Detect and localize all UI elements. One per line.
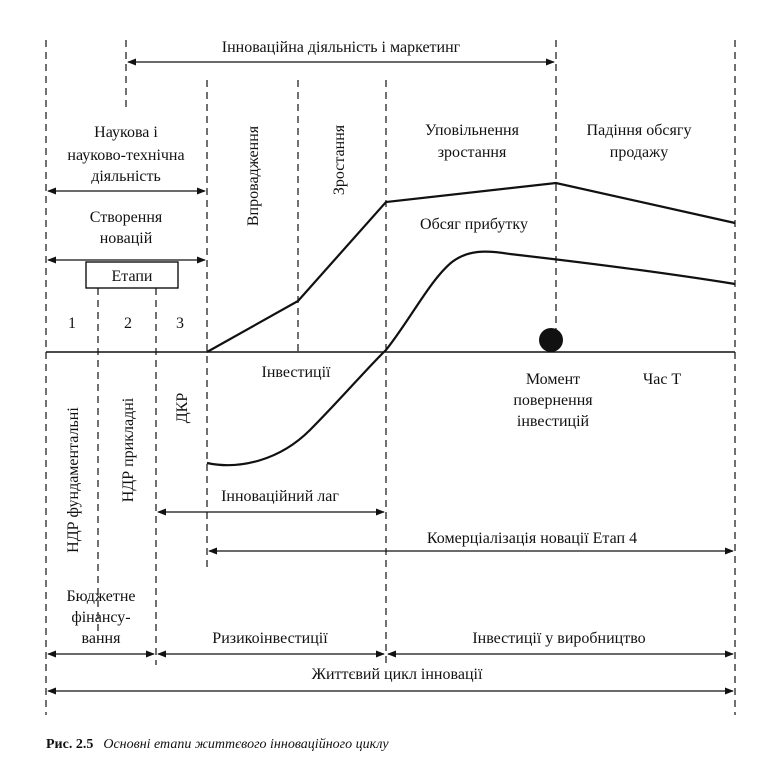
payback-label-line3: інвестицій: [517, 413, 590, 430]
commercialization-label: Комерціалізація новації Етап 4: [427, 530, 637, 547]
stage-number-2: 2: [124, 315, 132, 332]
figure-caption-text: Основні етапи життєвого інноваційного ци…: [103, 737, 389, 752]
investments-label: Інвестиції: [262, 364, 332, 381]
stage-number-3: 3: [176, 315, 184, 332]
budget-label-line2: фінансу-: [71, 609, 130, 626]
phase-slowdown-label-line2: зростання: [438, 144, 507, 161]
creation-label-line2: новацій: [100, 230, 153, 247]
budget-label-line1: Бюджетне: [66, 588, 135, 605]
figure-caption: Рис. 2.5 Основні етапи життєвого інновац…: [46, 735, 389, 752]
creation-label-line1: Створення: [90, 209, 163, 226]
time-axis-label: Час Т: [643, 371, 682, 388]
stages-box: [85, 261, 179, 289]
payback-label-line2: повернення: [513, 392, 593, 409]
rd-applied-label: НДР прикладні: [120, 397, 137, 502]
payback-label-line1: Момент: [526, 371, 580, 388]
research-label-line1: Наукова і: [94, 124, 158, 141]
sales-volume-curve: [206, 181, 736, 353]
phase-decline-label-line1: Падіння обсягу: [587, 122, 692, 139]
stages-box-label: Етапи: [112, 268, 153, 285]
top-span-label: Інноваційна діяльність і маркетинг: [222, 39, 461, 56]
risk-investments-label: Ризикоінвестиції: [212, 630, 328, 647]
profit-curve: [206, 250, 736, 467]
budget-label-line3: вання: [82, 630, 122, 647]
stage-number-1: 1: [68, 315, 76, 332]
figure-caption-number: Рис. 2.5: [46, 737, 93, 752]
phase-growth-label: Зростання: [331, 124, 348, 195]
research-label-line2: науково-технічна: [67, 147, 184, 164]
production-investments-label: Інвестиції у виробництво: [472, 630, 645, 647]
phase-introduction-label: Впровадження: [245, 125, 262, 226]
rd-dkr-label: ДКР: [174, 393, 191, 424]
phase-slowdown-label-line1: Уповільнення: [425, 122, 520, 139]
life-cycle-label: Життєвий цикл інновації: [312, 666, 483, 683]
innovation-lag-label: Інноваційний лаг: [221, 488, 339, 505]
phase-decline-label-line2: продажу: [610, 144, 668, 161]
research-label-line3: діяльність: [91, 168, 161, 185]
rd-fundamental-label: НДР фундаментальні: [65, 407, 82, 553]
profit-curve-label: Обсяг прибутку: [420, 216, 528, 233]
payback-point-marker: [539, 328, 563, 352]
